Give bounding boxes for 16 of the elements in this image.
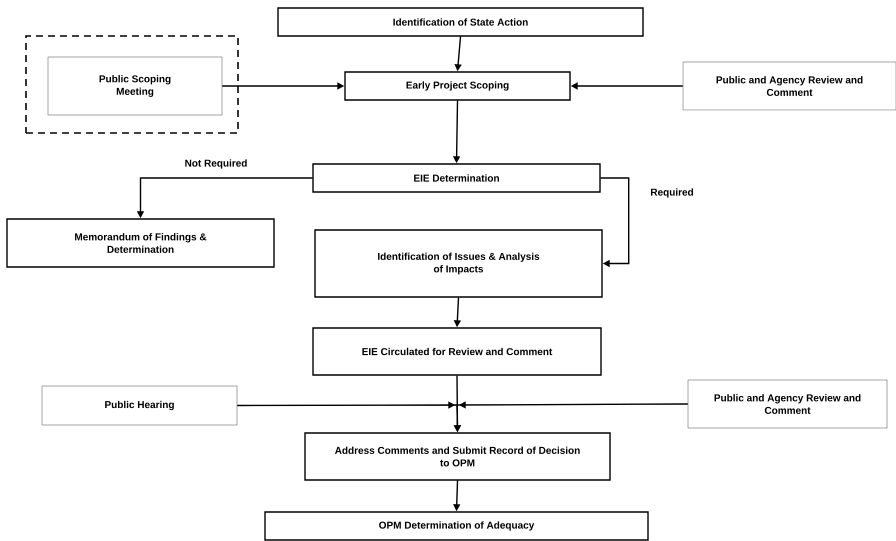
input-box: Public and Agency Review and Comment — [682, 62, 896, 110]
edge-label: Not Required — [184, 158, 248, 170]
arrow — [600, 177, 630, 268]
dashed-group-box — [25, 35, 239, 134]
input-box: Public and Agency Review and Comment — [688, 380, 888, 428]
input-box: Public Scoping Meeting — [48, 56, 222, 116]
process-box: Identification of State Action — [277, 7, 644, 37]
edge-label: Required — [649, 187, 695, 199]
process-box: Early Project Scoping — [344, 71, 571, 101]
input-box: Public Hearing — [42, 386, 238, 426]
process-box: EIE Circulated for Review and Comment — [312, 327, 602, 376]
process-box: EIE Determination — [312, 163, 601, 193]
process-box: Address Comments and Submit Record of Decision to OPM — [304, 432, 611, 481]
process-box: Memorandum of Findings & Determination — [6, 218, 275, 268]
process-box: OPM Determination of Adequacy — [264, 511, 649, 541]
process-box: Identification of Issues & Analysis of Impacts — [314, 229, 603, 298]
